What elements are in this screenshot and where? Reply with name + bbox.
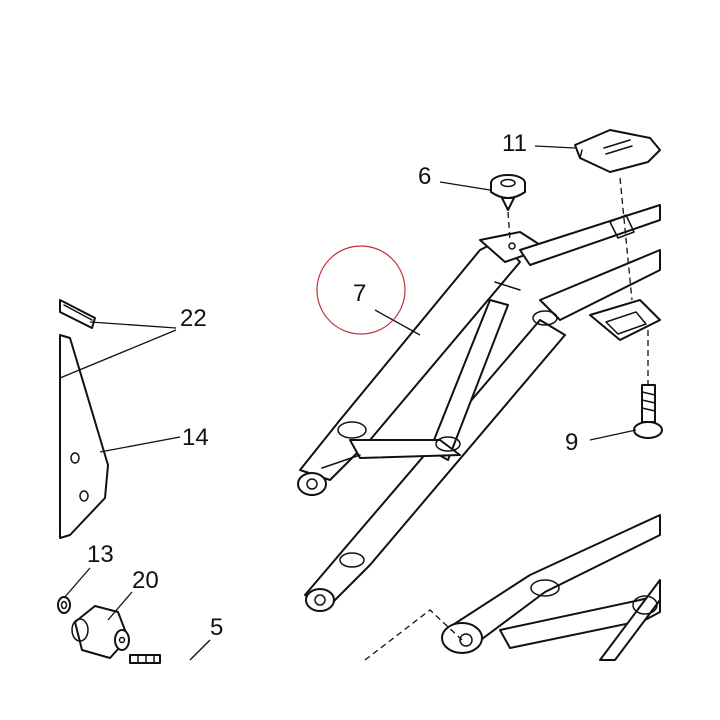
lower-frame-part <box>441 514 661 661</box>
callout-13: 13 <box>87 541 114 568</box>
callout-7: 7 <box>353 280 366 307</box>
bolt-part <box>633 384 663 439</box>
callout-14: 14 <box>182 424 209 451</box>
leader-lines <box>59 145 637 661</box>
callout-6: 6 <box>418 163 431 190</box>
subframe-part <box>297 204 661 612</box>
screw-part <box>129 654 161 664</box>
seal-strip-part <box>59 299 96 329</box>
callout-9: 9 <box>565 429 578 456</box>
plate-part <box>59 334 109 539</box>
assembly-axes <box>364 177 649 661</box>
callout-20: 20 <box>132 567 159 594</box>
bushing-part <box>490 174 526 211</box>
callout-5: 5 <box>210 614 223 641</box>
cap-part <box>574 129 661 173</box>
washer-part <box>57 596 71 614</box>
highlight-ring <box>316 245 406 335</box>
rubber-bushing-part <box>71 605 130 659</box>
callout-22: 22 <box>180 305 207 332</box>
callout-11: 11 <box>502 130 527 157</box>
